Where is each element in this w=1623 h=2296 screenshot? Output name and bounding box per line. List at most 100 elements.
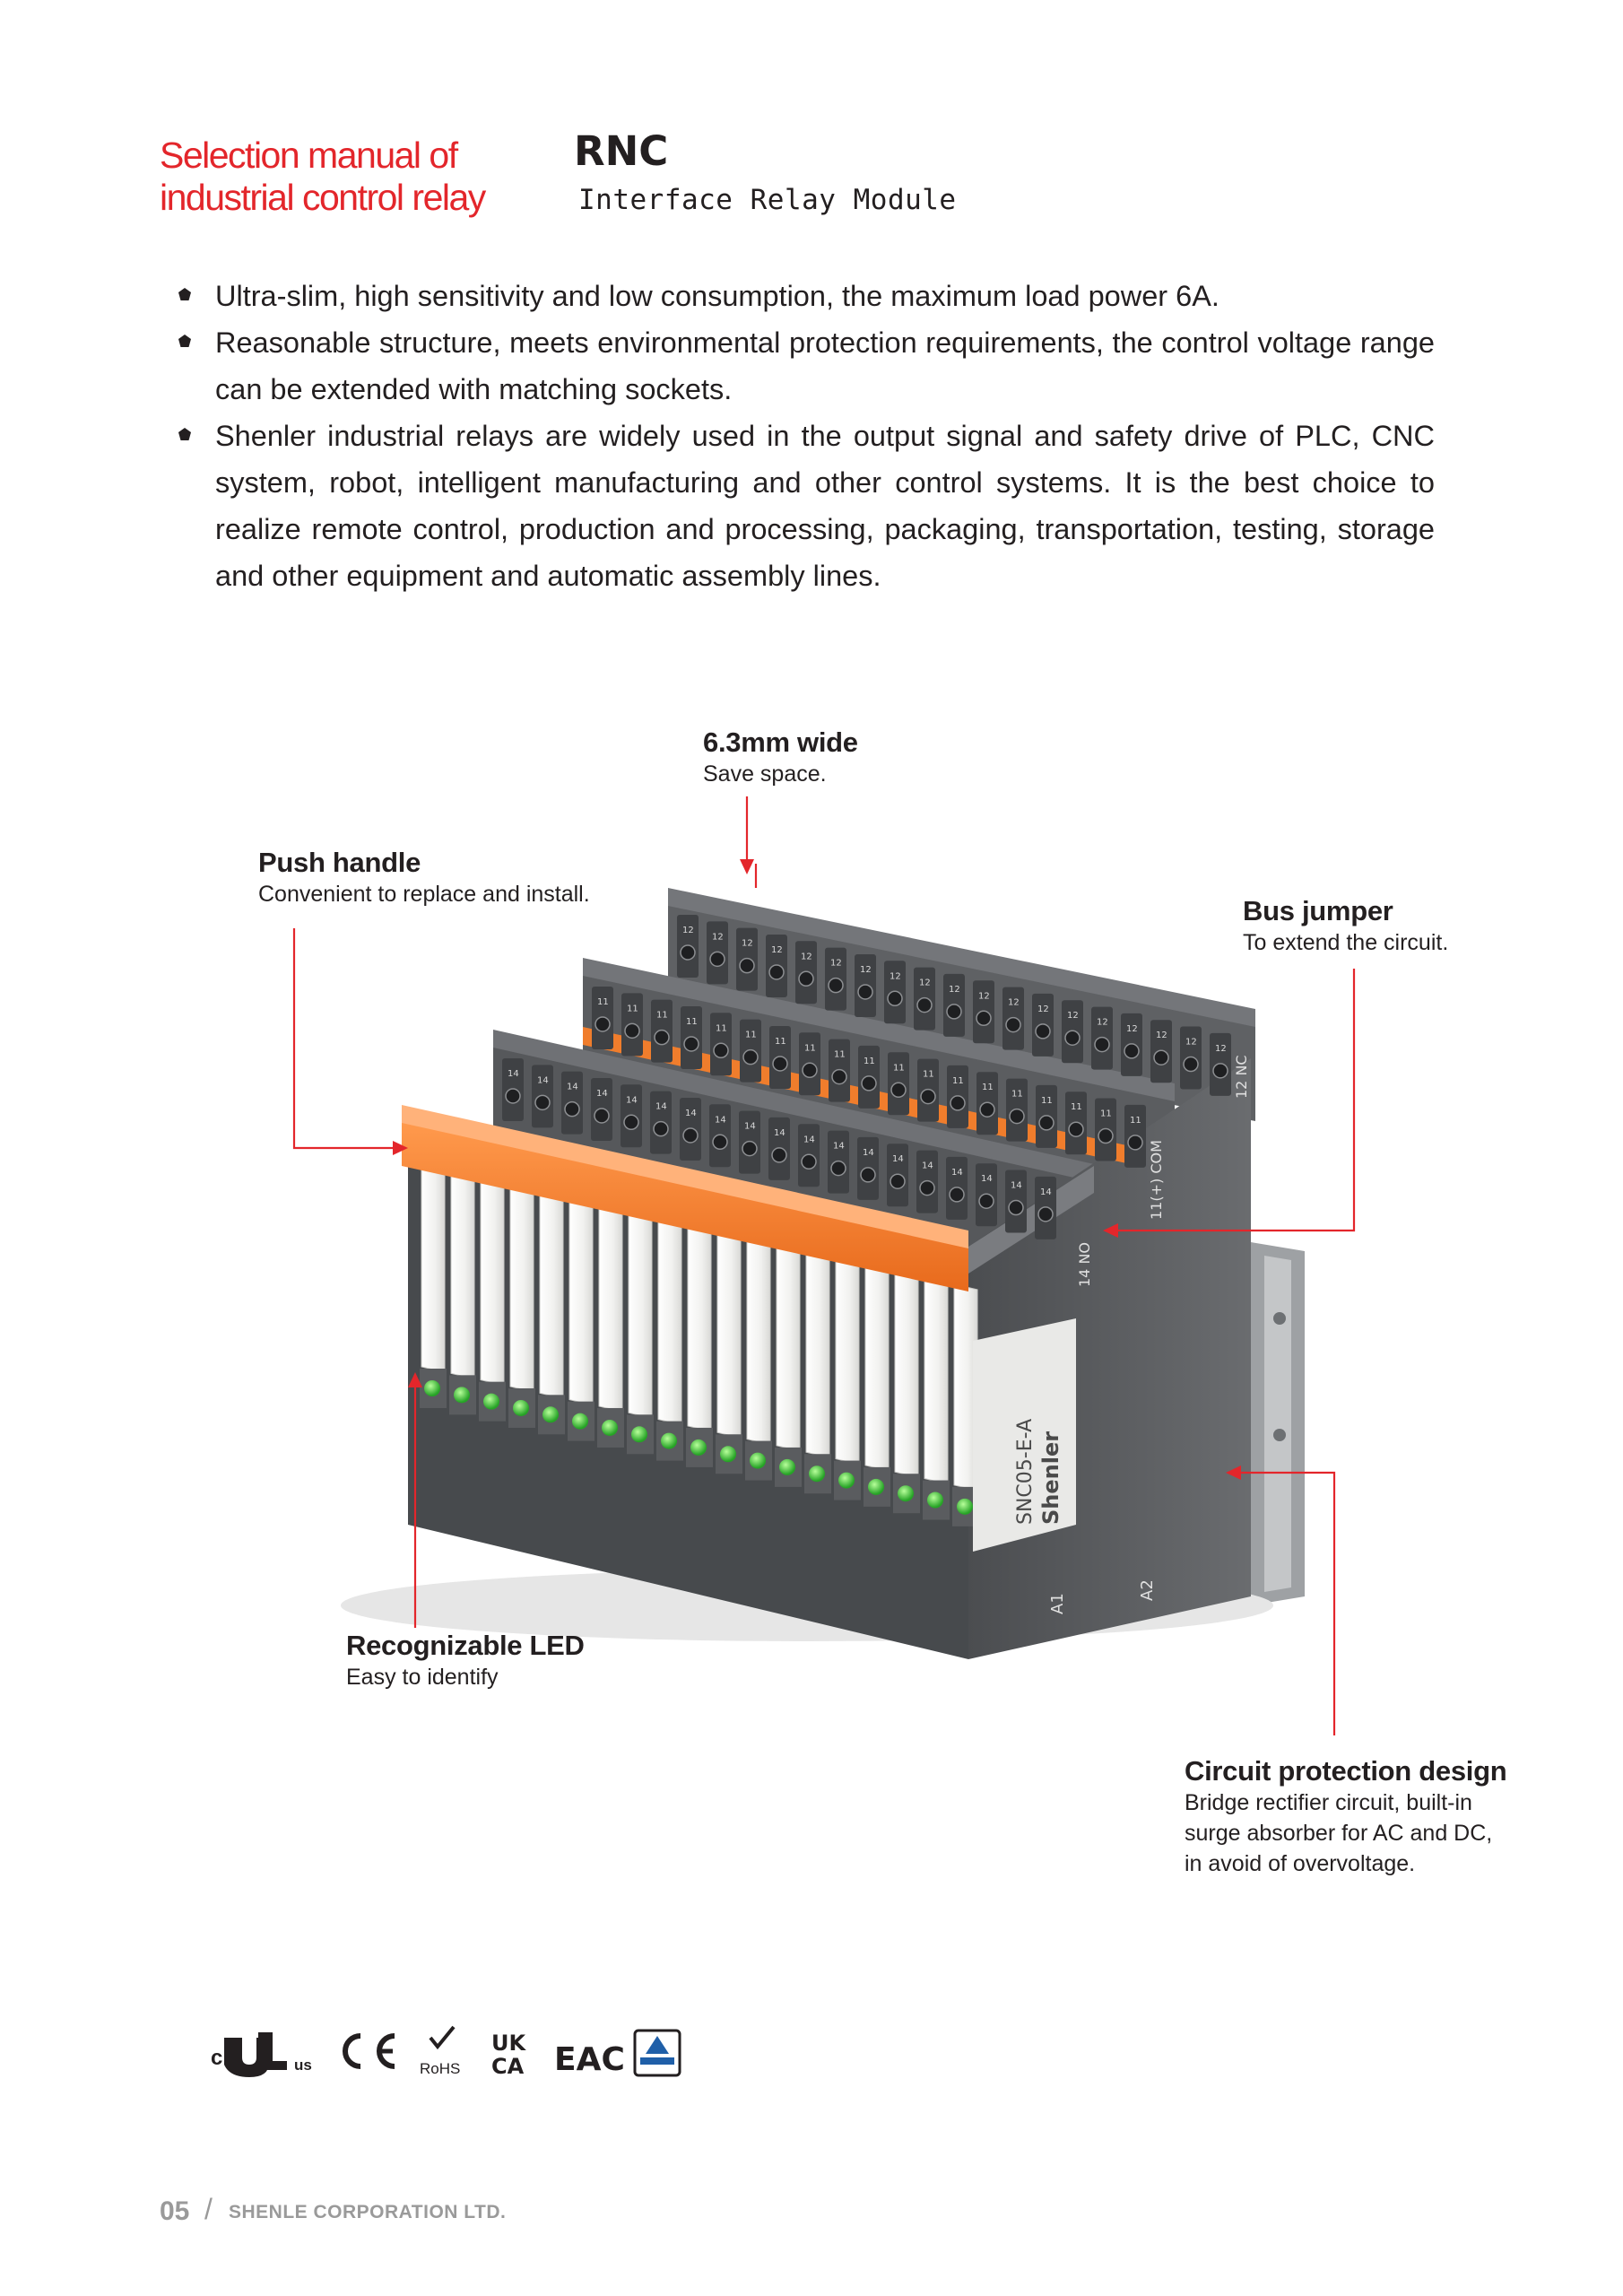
terminal-number: 12 xyxy=(919,978,931,988)
terminal-number: 12 xyxy=(1008,998,1020,1008)
relay-body xyxy=(776,1244,801,1452)
terminal-screw-icon xyxy=(1064,1030,1081,1046)
terminal-screw-icon xyxy=(887,990,903,1007)
callout-width-title: 6.3mm wide xyxy=(703,726,858,758)
terminal-screw-icon xyxy=(742,1140,758,1157)
terminal-screw-icon xyxy=(771,1147,787,1163)
terminal-number: 14 xyxy=(596,1089,608,1099)
terminal-screw-icon xyxy=(768,964,785,980)
terminal-number: 12 xyxy=(1037,1004,1049,1014)
relay-body xyxy=(835,1257,860,1465)
led-indicator-icon xyxy=(631,1426,647,1443)
callout-protection-desc-line: Bridge rectifier circuit, built-in xyxy=(1185,1790,1472,1815)
callout-protection-title: Circuit protection design xyxy=(1185,1755,1507,1787)
terminal-number: 12 xyxy=(890,971,901,981)
model-subtitle: Interface Relay Module xyxy=(578,184,957,216)
terminal-number: 14 xyxy=(833,1142,845,1152)
terminal-number: 12 xyxy=(860,965,872,975)
callout-led-desc: Easy to identify xyxy=(346,1665,499,1690)
terminal-screw-icon xyxy=(1005,1016,1021,1033)
terminal-screw-icon xyxy=(624,1022,640,1039)
callout-push-handle-title: Push handle xyxy=(258,847,421,878)
callout-push-handle-desc: Convenient to replace and install. xyxy=(258,882,590,907)
model-name: RNC xyxy=(574,127,669,175)
terminal-screw-icon xyxy=(1009,1108,1025,1125)
feature-text: Ultra-slim, high sensitivity and low con… xyxy=(215,280,1219,312)
terminal-screw-icon xyxy=(1094,1036,1110,1053)
terminal-number: 12 xyxy=(712,932,724,942)
terminal-row-front xyxy=(493,1030,1094,1283)
terminal-number: 14 xyxy=(803,1135,815,1144)
terminal-number: 11 xyxy=(804,1043,816,1053)
relay-body xyxy=(894,1270,919,1478)
feature-item: Ultra-slim, high sensitivity and low con… xyxy=(178,273,1435,319)
terminal-screw-icon xyxy=(830,1160,846,1177)
terminal-screw-icon xyxy=(798,970,814,987)
terminal-screw-icon xyxy=(505,1088,521,1104)
terminal-number: 11 xyxy=(893,1063,905,1073)
terminal-number: 11 xyxy=(1130,1116,1141,1126)
led-indicator-icon xyxy=(750,1452,766,1469)
bus-jumper-arrow-icon xyxy=(1103,1223,1118,1238)
feature-list: Ultra-slim, high sensitivity and low con… xyxy=(178,273,1435,599)
led-indicator-icon xyxy=(542,1406,559,1423)
terminal-screw-icon xyxy=(949,1187,965,1203)
terminal-number: 11 xyxy=(686,1017,698,1027)
terminal-number: 12 xyxy=(1156,1031,1167,1040)
callout-leaders xyxy=(292,796,1356,1735)
model-label: SNC05-E-A xyxy=(1014,1419,1037,1525)
terminal-label-nc: 12 NC xyxy=(1233,1055,1250,1099)
terminal-screw-icon xyxy=(682,1127,699,1144)
width-arrow-icon xyxy=(740,859,754,874)
din-rail xyxy=(1251,1242,1305,1605)
terminal-number: 11 xyxy=(775,1037,786,1047)
led-indicator-icon xyxy=(513,1399,529,1416)
relay-body xyxy=(805,1250,830,1458)
terminal-screw-icon xyxy=(802,1062,818,1079)
ce-mark-icon xyxy=(343,2033,395,2069)
terminal-screw-icon xyxy=(861,1075,877,1091)
terminal-screw-icon xyxy=(1153,1049,1169,1065)
svg-text:RoHS: RoHS xyxy=(420,2060,460,2077)
terminal-screw-icon xyxy=(950,1095,966,1111)
terminal-screw-icon xyxy=(683,1036,699,1052)
terminal-screw-icon xyxy=(742,1048,759,1065)
feature-item: Shenler industrial relays are widely use… xyxy=(178,413,1435,599)
terminal-number: 12 xyxy=(682,926,694,935)
terminal-number: 14 xyxy=(1011,1181,1022,1191)
callout-protection-desc-line: surge absorber for AC and DC, xyxy=(1185,1821,1493,1846)
terminal-number: 11 xyxy=(864,1057,875,1066)
terminal-screw-icon xyxy=(978,1193,994,1209)
callout-push-handle: Push handle Convenient to replace and in… xyxy=(258,847,590,909)
series-title: Selection manual of industrial control r… xyxy=(160,135,554,219)
pentagon-bullet-icon xyxy=(178,335,191,347)
terminal-screw-icon xyxy=(594,1108,610,1124)
svg-text:UK: UK xyxy=(491,2031,526,2056)
terminal-number: 11 xyxy=(627,1004,638,1013)
terminal-screw-icon xyxy=(828,977,844,994)
push-handle-strip xyxy=(402,1105,968,1292)
terminal-screw-icon xyxy=(739,957,755,974)
terminal-number: 12 xyxy=(742,939,753,949)
terminal-screw-icon xyxy=(713,1042,729,1059)
callout-led-title: Recognizable LED xyxy=(346,1630,585,1661)
terminal-number: 11 xyxy=(1071,1102,1082,1112)
terminal-screw-icon xyxy=(1035,1023,1051,1039)
terminal-number: 14 xyxy=(744,1122,756,1132)
terminal-screw-icon xyxy=(1038,1115,1055,1131)
terminal-screw-icon xyxy=(916,996,933,1013)
terminal-number: 14 xyxy=(922,1161,933,1171)
terminal-number: 14 xyxy=(981,1174,993,1184)
terminal-screw-icon xyxy=(979,1101,995,1118)
relay-stack xyxy=(421,1165,978,1492)
terminal-number: 11 xyxy=(952,1076,964,1086)
terminal-number: 12 xyxy=(1185,1038,1197,1048)
callout-bus-jumper: Bus jumper To extend the circuit. xyxy=(1243,895,1448,958)
terminal-number: 12 xyxy=(1126,1024,1138,1034)
terminal-number: 11 xyxy=(982,1083,994,1092)
terminal-screw-icon xyxy=(890,1082,907,1099)
led-indicator-icon xyxy=(690,1439,707,1456)
terminal-screw-icon xyxy=(860,1167,876,1183)
terminal-number: 11 xyxy=(656,1011,668,1021)
